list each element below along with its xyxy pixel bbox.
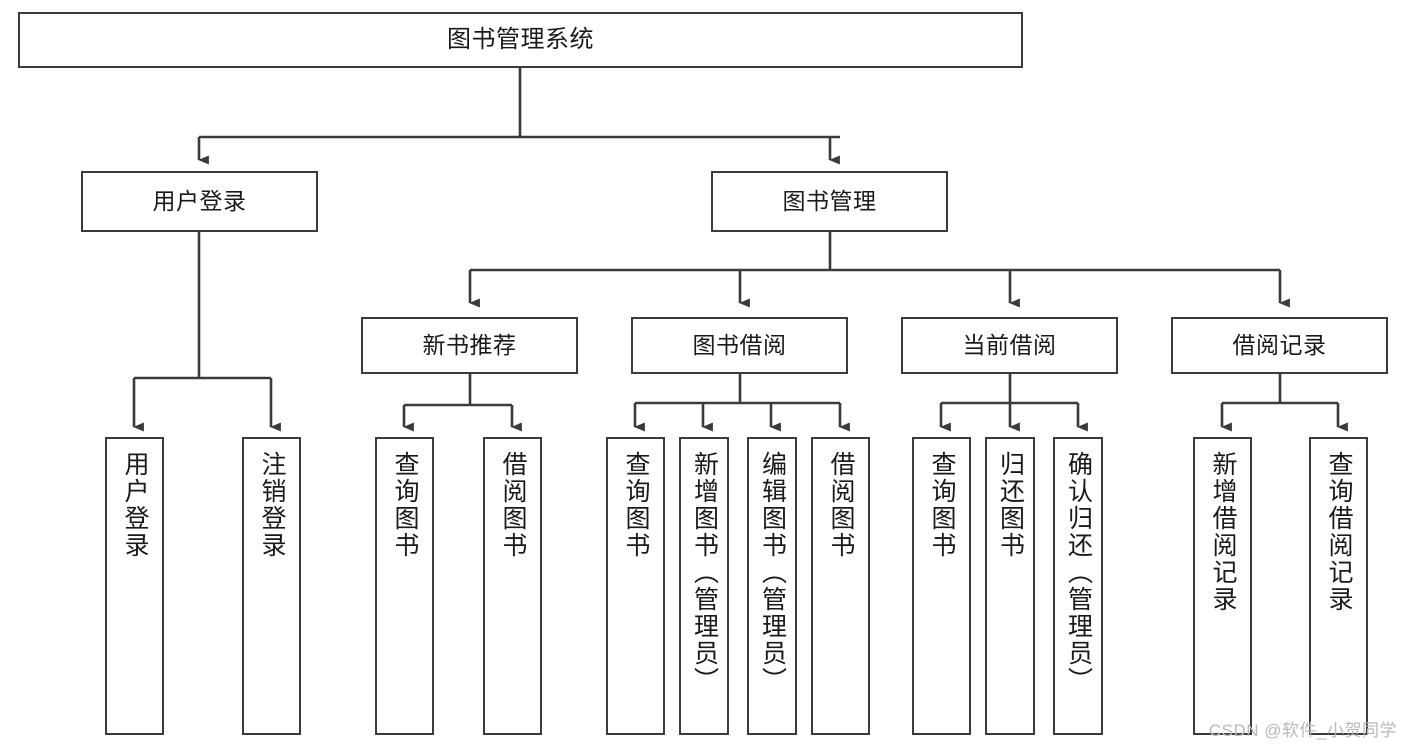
node-book-management[interactable]: 图书管理 [711,171,948,232]
node-leaf-borrow-book-2[interactable]: 借阅图书 [811,437,870,735]
node-leaf-add-book[interactable]: 新增图书（管理员） [679,437,729,735]
node-label: 新书推荐 [422,331,517,358]
node-leaf-add-record[interactable]: 新增借阅记录 [1193,437,1252,735]
node-user-login[interactable]: 用户登录 [81,171,318,232]
node-leaf-user-login[interactable]: 用户登录 [105,437,164,735]
node-label: 借阅图书 [827,451,855,559]
node-leaf-query-record[interactable]: 查询借阅记录 [1309,437,1368,735]
node-leaf-query-book-3[interactable]: 查询图书 [912,437,971,735]
node-label: 当前借阅 [962,331,1057,358]
watermark-text: CSDN @软件_小贺同学 [1208,721,1397,740]
node-label: 查询图书 [391,451,419,559]
node-label: 注销登录 [258,451,286,559]
node-leaf-borrow-book-1[interactable]: 借阅图书 [483,437,542,735]
node-root-system[interactable]: 图书管理系统 [18,12,1023,68]
node-label: 图书管理 [782,187,877,214]
node-label: 查询图书 [928,451,956,559]
node-label: 新增借阅记录 [1209,451,1237,613]
node-borrow-record[interactable]: 借阅记录 [1171,317,1388,374]
node-leaf-edit-book[interactable]: 编辑图书（管理员） [747,437,797,735]
node-book-borrow[interactable]: 图书借阅 [631,317,848,374]
node-leaf-confirm-return[interactable]: 确认归还（管理员） [1053,437,1103,735]
node-label: 查询借阅记录 [1325,451,1353,613]
node-label: 查询图书 [622,451,650,559]
node-label: 编辑图书（管理员） [758,451,787,694]
node-label: 新增图书（管理员） [690,451,719,694]
node-label: 归还图书 [996,451,1025,559]
node-label: 用户登录 [152,187,247,214]
node-label: 借阅记录 [1232,331,1327,358]
node-leaf-query-book-1[interactable]: 查询图书 [375,437,434,735]
node-label: 确认归还（管理员） [1064,451,1093,694]
node-leaf-logout-login[interactable]: 注销登录 [242,437,301,735]
node-leaf-query-book-2[interactable]: 查询图书 [606,437,665,735]
node-label: 用户登录 [121,451,149,559]
node-current-borrow[interactable]: 当前借阅 [901,317,1118,374]
node-new-book-recommend[interactable]: 新书推荐 [361,317,578,374]
node-label: 借阅图书 [499,451,527,559]
node-label: 图书管理系统 [447,25,594,53]
node-label: 图书借阅 [692,331,787,358]
node-leaf-return-book[interactable]: 归还图书 [985,437,1035,735]
